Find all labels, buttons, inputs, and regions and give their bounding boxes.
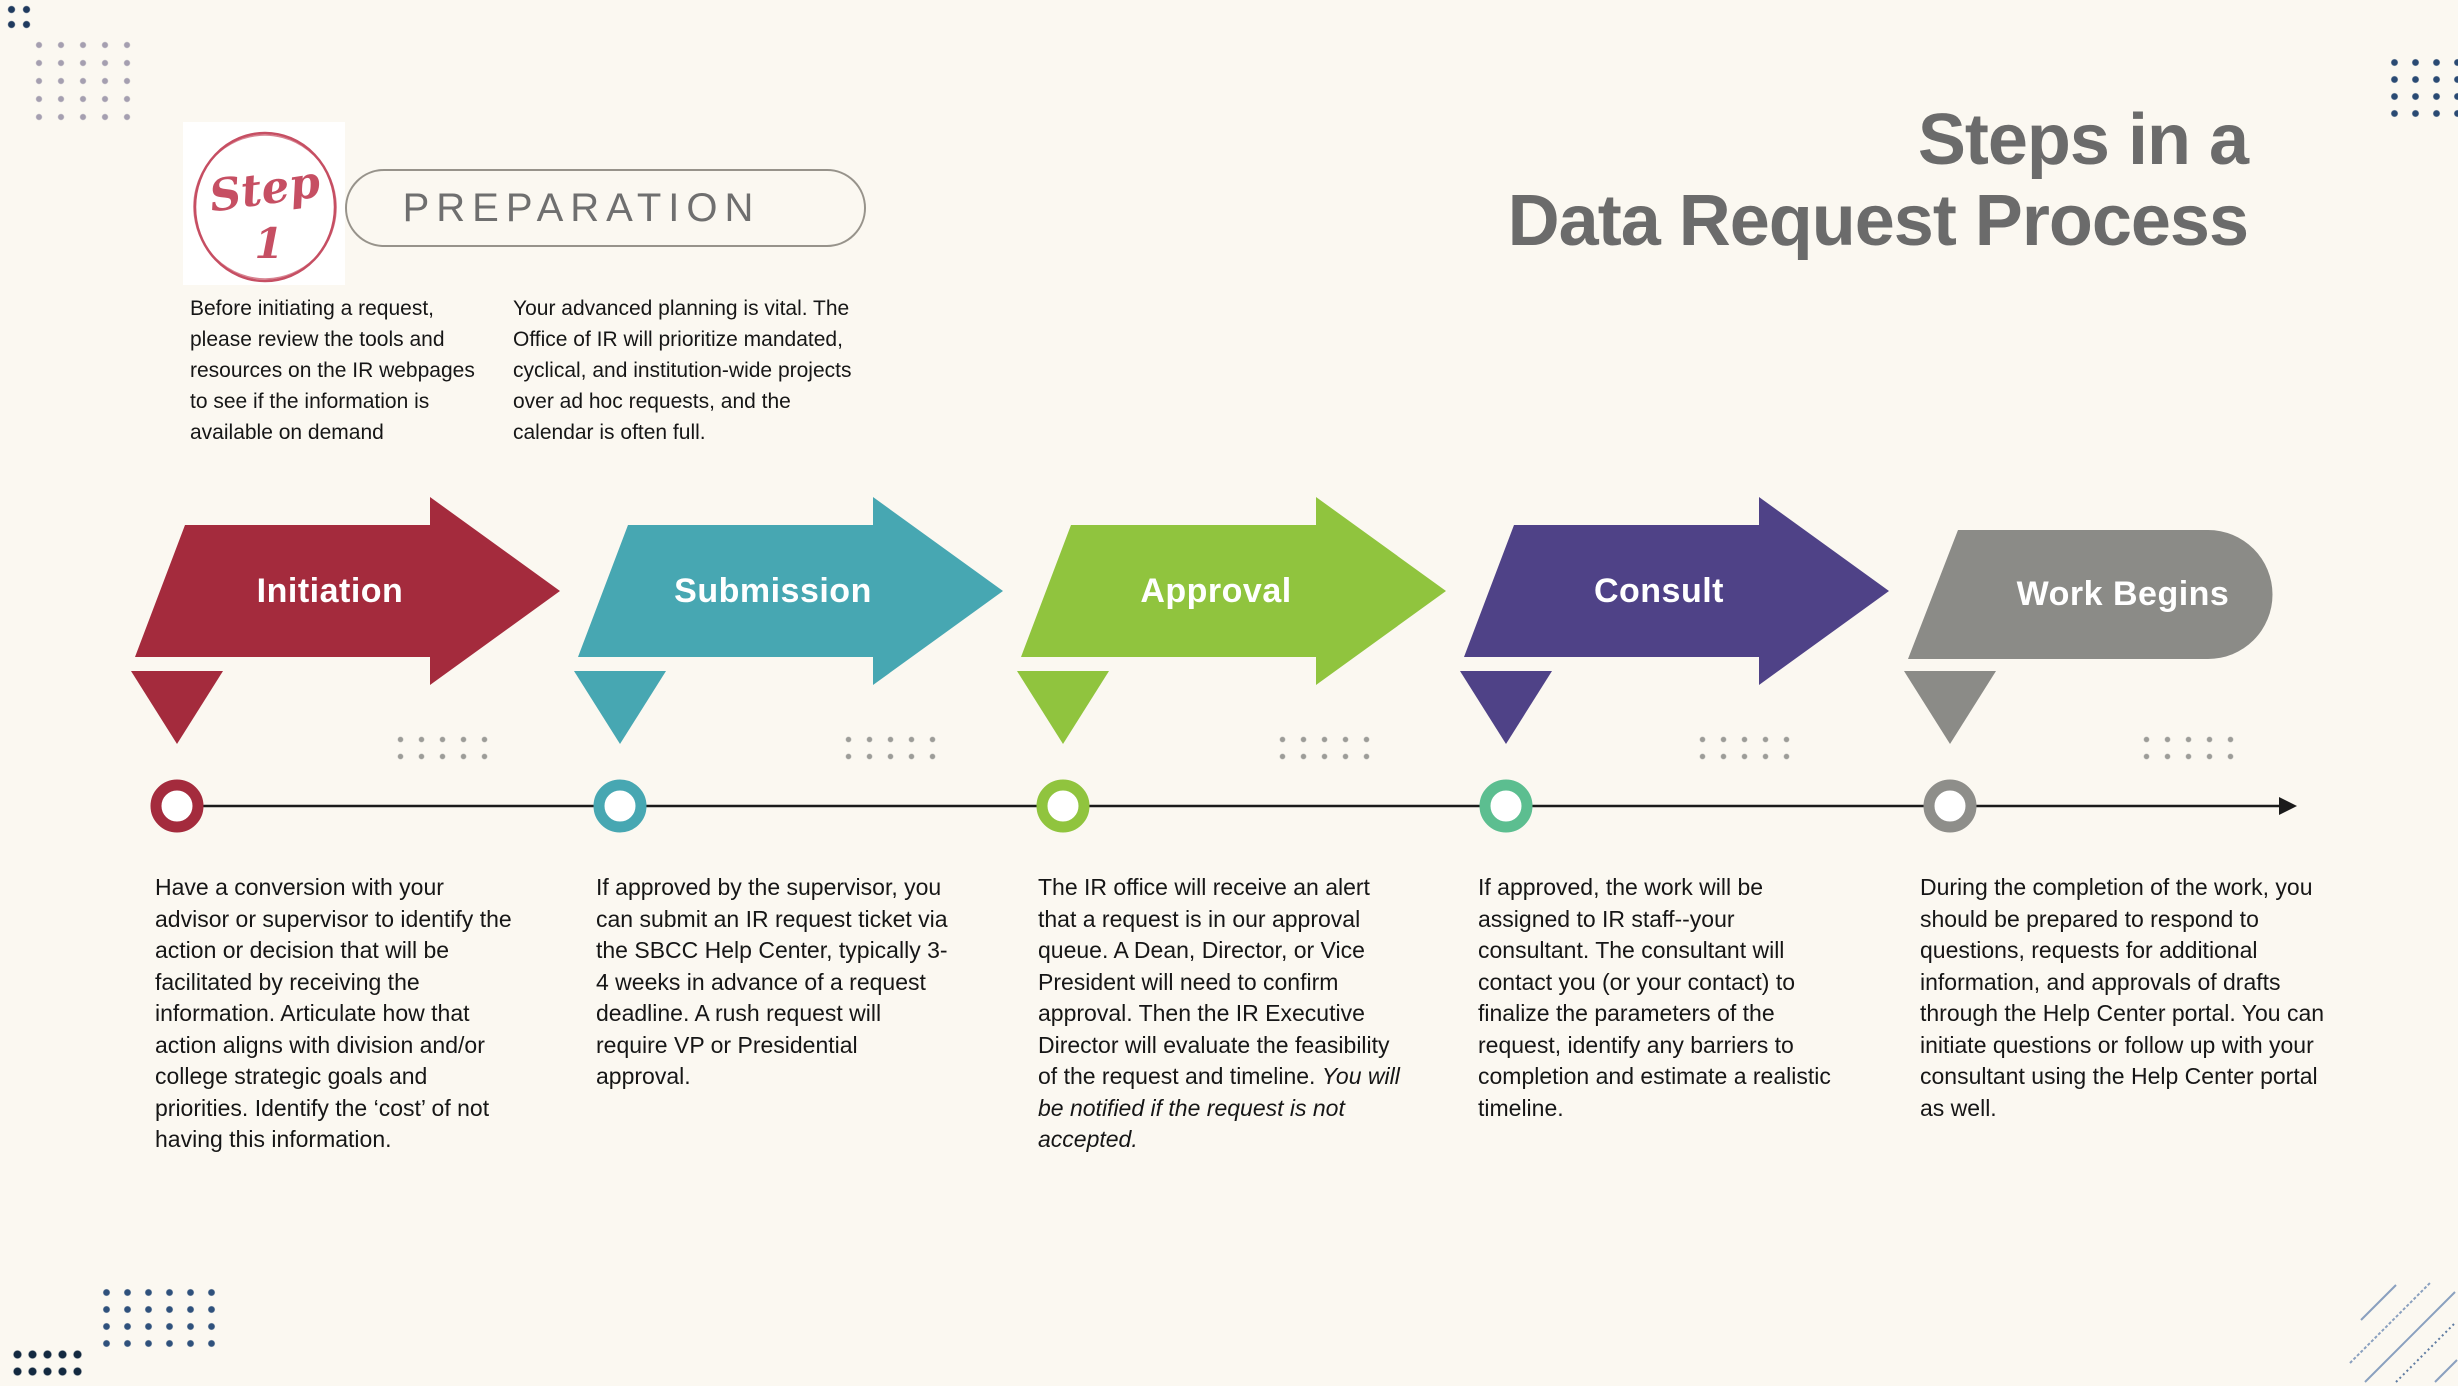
step-label-text: Approval — [1140, 571, 1292, 610]
timeline-dot-initiation — [150, 779, 204, 833]
step-description-text: If approved by the supervisor, you can s… — [596, 874, 948, 1089]
arrow-shape — [578, 497, 1003, 685]
arrow-submission: Submission — [578, 497, 1003, 685]
step-label-approval: Approval — [1071, 525, 1361, 657]
step-description-text: During the completion of the work, you s… — [1920, 874, 2325, 1121]
arrow-shape — [135, 497, 560, 685]
pointer-triangle — [1904, 671, 1996, 744]
arrow-consult: Consult — [1464, 497, 1889, 685]
pointer-triangle — [1017, 671, 1109, 744]
step-description-text: Have a conversion with your advisor or s… — [155, 874, 512, 1152]
step-description-initiation: Have a conversion with your advisor or s… — [155, 872, 515, 1156]
step-description-submission: If approved by the supervisor, you can s… — [596, 872, 956, 1093]
page-title-line1: Steps in a — [1917, 100, 2249, 180]
preparation-note-left: Before initiating a request, please revi… — [190, 297, 475, 444]
arrow-shape — [1464, 497, 1889, 685]
step-1-badge: Step 1 — [183, 122, 345, 285]
step-label-text: Consult — [1593, 571, 1725, 610]
step-number: 1 — [254, 219, 283, 268]
step-description-consult: If approved, the work will be assigned t… — [1478, 872, 1838, 1124]
timeline-axis — [150, 779, 2297, 833]
step-description-approval: The IR office will receive an alert that… — [1038, 872, 1400, 1156]
timeline-dot-submission — [593, 779, 647, 833]
dot-grid-decoration — [96, 1284, 222, 1352]
dot-grid-decoration — [28, 36, 138, 126]
step-label-text: Work Begins — [2016, 575, 2230, 613]
step-description-work-begins: During the completion of the work, you s… — [1920, 872, 2340, 1124]
dot-grid-decoration — [1692, 731, 1797, 765]
arrow-work-begins: Work Begins — [1908, 497, 2273, 685]
dot-grid-decoration — [390, 731, 495, 765]
step-word: Step — [206, 157, 323, 223]
dot-grid-decoration — [4, 2, 34, 32]
badge-circle-icon — [193, 134, 337, 280]
dot-grid-decoration — [2136, 731, 2241, 765]
step-description-italic: You will be notified if the request is n… — [1038, 1063, 1400, 1152]
timeline-dot-consult — [1479, 779, 1533, 833]
step-label-text: Initiation — [256, 571, 404, 610]
arrow-initiation: Initiation — [135, 497, 560, 685]
step-label-work-begins: Work Begins — [1998, 530, 2248, 659]
preparation-note-right: Your advanced planning is vital. The Off… — [513, 297, 852, 444]
step-label-consult: Consult — [1514, 525, 1804, 657]
arrow-shape — [1908, 530, 2273, 659]
page-title-line2: Data Request Process — [1507, 181, 2249, 261]
timeline-arrowhead-icon — [2279, 797, 2297, 815]
diagonal-lines-decoration — [2349, 1282, 2458, 1383]
dot-grid-decoration — [838, 731, 943, 765]
step-description-text: If approved, the work will be assigned t… — [1478, 874, 1831, 1121]
pointer-triangle — [1460, 671, 1552, 744]
step-label-text: Submission — [674, 571, 872, 610]
preparation-pill: PREPARATION — [345, 169, 866, 247]
preparation-pill-label: PREPARATION — [402, 185, 761, 230]
step-description-text: The IR office will receive an alert that… — [1038, 874, 1390, 1089]
pointer-triangle — [131, 671, 223, 744]
dot-grid-decoration — [10, 1346, 85, 1380]
timeline-dot-approval — [1036, 779, 1090, 833]
arrow-shape — [1021, 497, 1446, 685]
step-label-submission: Submission — [628, 525, 918, 657]
page-title: Steps in a Data Request Process — [1507, 100, 2249, 262]
timeline-dot-work-begins — [1923, 779, 1977, 833]
badge-circle-icon — [193, 131, 337, 283]
step-label-initiation: Initiation — [185, 525, 475, 657]
pointer-triangle — [574, 671, 666, 744]
dot-grid-decoration — [2384, 54, 2458, 124]
dot-grid-decoration — [1272, 731, 1377, 765]
arrow-approval: Approval — [1021, 497, 1446, 685]
